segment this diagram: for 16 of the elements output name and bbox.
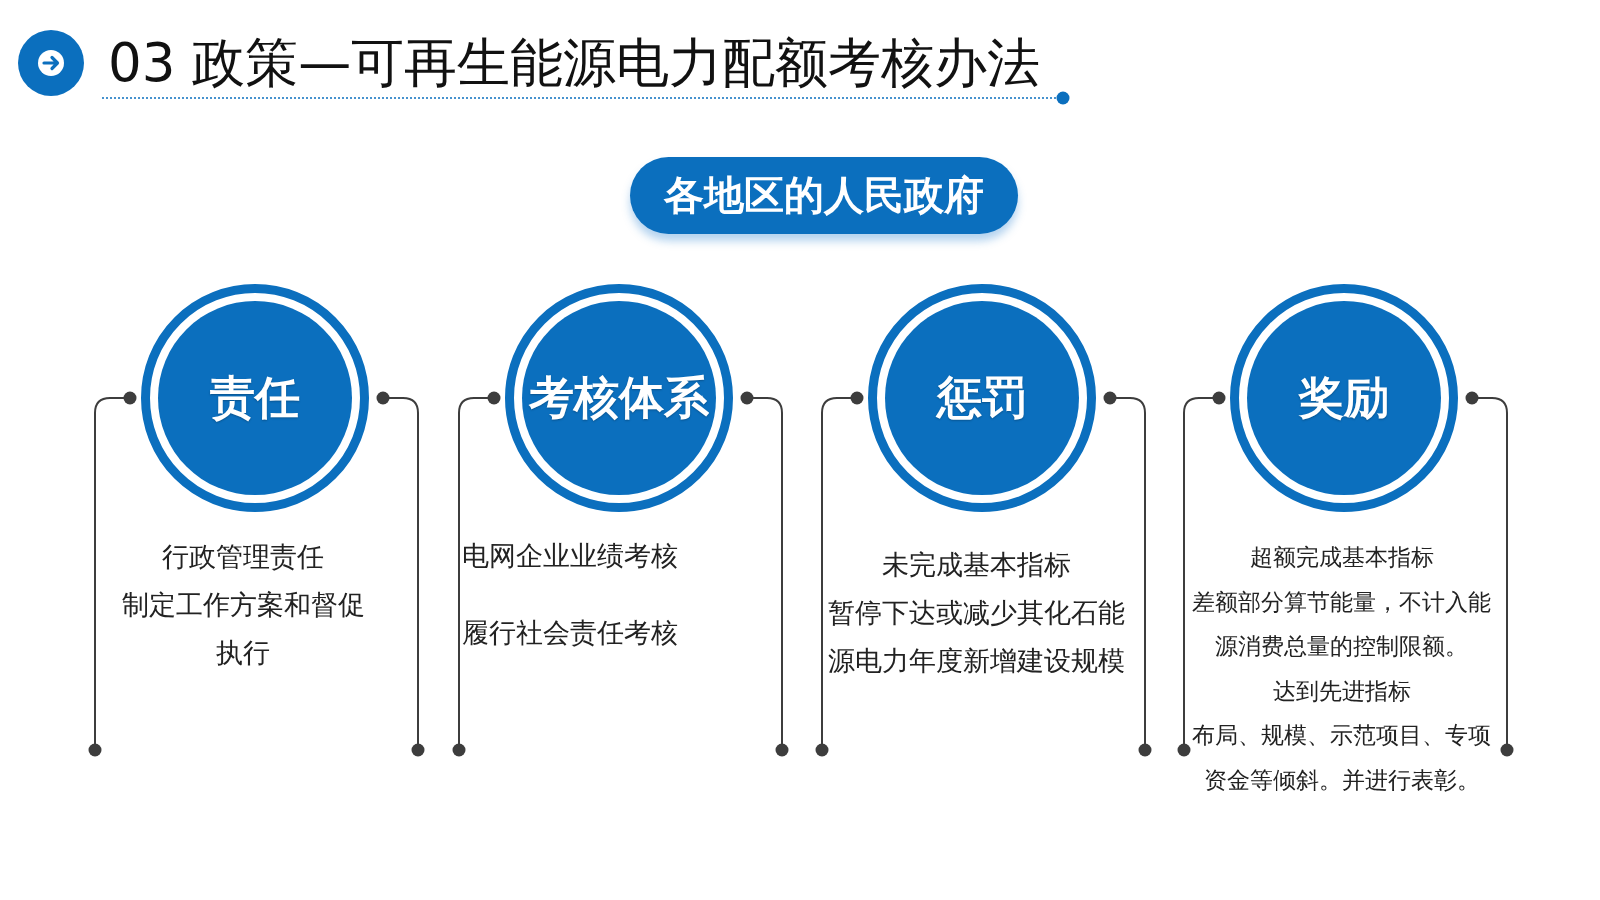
- description-text: 行政管理责任: [161, 540, 325, 574]
- description-text: 达到先进指标: [1271, 676, 1412, 706]
- banner: 各地区的人民政府: [630, 157, 1018, 234]
- ring-circle: 惩罚: [868, 284, 1096, 512]
- ring-circle: 考核体系: [505, 284, 733, 512]
- description-text: 未完成基本指标: [880, 548, 1072, 582]
- description-text: 超额完成基本指标: [1248, 543, 1435, 572]
- description-text: 电网企业业绩考核: [462, 539, 679, 573]
- title: 03 政策—可再生能源电力配额考核办法: [108, 33, 1041, 93]
- description-text: 布局、规模、示范项目、专项资金等倾斜。并进行表彰。: [1191, 721, 1492, 795]
- ring-circle: 奖励: [1230, 284, 1458, 512]
- description-text: 制定工作方案和督促执行: [120, 588, 366, 670]
- description-text: 差额部分算节能量，不计入能源消费总量的控制限额。: [1191, 587, 1492, 661]
- description-text: 暂停下达或减少其化石能源电力年度新增建设规模: [826, 596, 1126, 678]
- ring-circle: 责任: [141, 284, 369, 512]
- description-text: 履行社会责任考核: [462, 616, 679, 650]
